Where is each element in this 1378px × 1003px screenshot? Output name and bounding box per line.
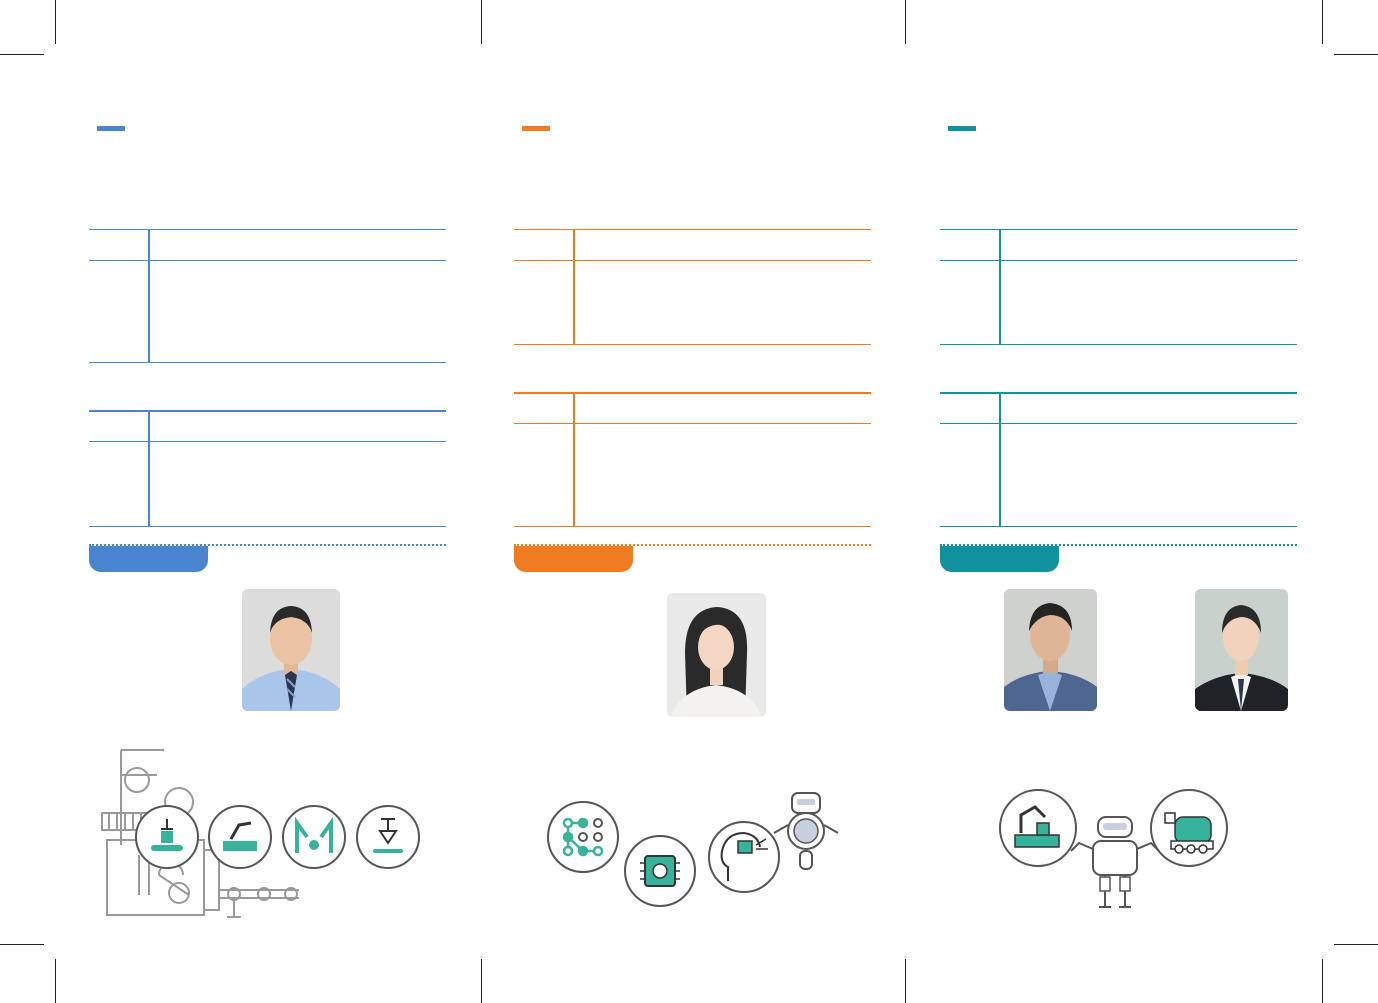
crop-mark xyxy=(1334,54,1378,55)
accent-bar xyxy=(522,126,550,131)
table-rule xyxy=(514,423,871,424)
table-rule xyxy=(514,392,871,394)
table-divider xyxy=(148,410,150,526)
crop-mark xyxy=(1322,0,1323,44)
portrait-photo xyxy=(242,589,340,711)
table-rule xyxy=(514,344,871,345)
table-rule xyxy=(89,362,446,363)
table-divider xyxy=(999,392,1001,526)
portrait-photo xyxy=(1195,589,1288,711)
crop-mark xyxy=(481,959,482,1003)
table-rule xyxy=(514,260,871,261)
table-rule xyxy=(940,229,1297,230)
crop-mark xyxy=(905,959,906,1003)
portrait-photo xyxy=(667,593,766,717)
crop-mark xyxy=(481,0,482,44)
dotted-separator xyxy=(514,544,871,546)
portrait-photo xyxy=(1004,589,1097,711)
table-rule xyxy=(89,410,446,412)
table-divider xyxy=(999,229,1001,344)
table-rule xyxy=(940,392,1297,394)
crop-mark xyxy=(0,54,44,55)
accent-bar xyxy=(948,126,976,131)
ai-illustration xyxy=(547,792,839,907)
table-rule xyxy=(89,229,446,230)
table-rule xyxy=(89,260,446,261)
crop-mark xyxy=(1322,959,1323,1003)
table-divider xyxy=(148,229,150,362)
table-rule xyxy=(940,526,1297,527)
crop-mark xyxy=(55,959,56,1003)
panel-middle xyxy=(514,0,871,1003)
crop-mark xyxy=(1334,944,1378,945)
crop-mark xyxy=(55,0,56,44)
table-rule xyxy=(89,526,446,527)
manufacturing-illustration xyxy=(101,749,420,918)
dotted-separator xyxy=(940,544,1297,546)
table-divider xyxy=(573,392,575,526)
table-rule xyxy=(514,526,871,527)
robotics-illustration xyxy=(999,789,1228,908)
crop-mark xyxy=(905,0,906,44)
accent-bar xyxy=(97,126,125,131)
table-rule xyxy=(940,260,1297,261)
section-tab xyxy=(89,546,208,572)
crop-mark xyxy=(0,944,44,945)
panel-right xyxy=(940,0,1297,1003)
dotted-separator xyxy=(89,544,446,546)
table-rule xyxy=(514,229,871,230)
table-rule xyxy=(89,441,446,442)
section-tab xyxy=(940,546,1059,572)
table-rule xyxy=(940,344,1297,345)
section-tab xyxy=(514,546,633,572)
panel-left xyxy=(89,0,446,1003)
table-rule xyxy=(940,423,1297,424)
table-divider xyxy=(573,229,575,344)
